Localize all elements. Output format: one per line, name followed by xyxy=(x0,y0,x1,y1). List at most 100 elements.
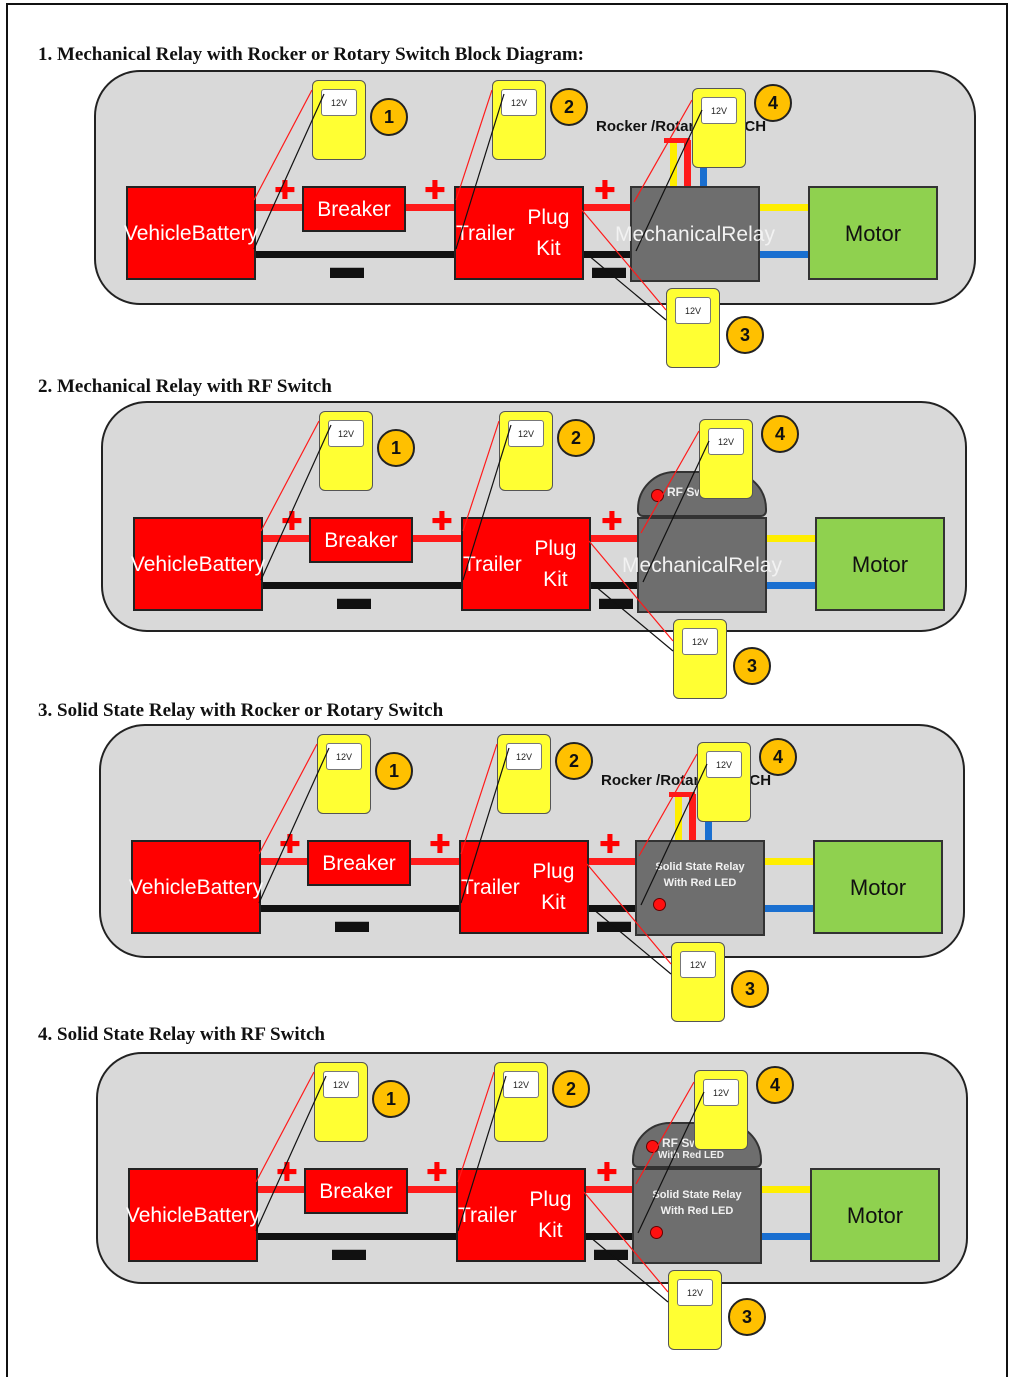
test-point-4-marker: 4 xyxy=(756,1066,794,1104)
motor: Motor xyxy=(813,840,943,934)
motor-wire-blue xyxy=(763,582,815,589)
breaker: Breaker xyxy=(307,840,411,886)
motor-wire-yellow xyxy=(761,858,813,865)
test-point-2-marker: 2 xyxy=(557,419,595,457)
test-point-1-marker: 1 xyxy=(375,752,413,790)
meter-display: 12V xyxy=(706,751,742,778)
label-line-1: Mechanical xyxy=(615,222,722,246)
label-line-2: Relay xyxy=(721,222,775,246)
minus-sign: ▬ xyxy=(597,902,631,940)
motor-wire-blue xyxy=(756,251,808,258)
test-meter-3: 12V xyxy=(666,288,720,368)
motor-wire-yellow xyxy=(763,535,815,542)
motor-wire-yellow xyxy=(756,204,808,211)
positive-wire xyxy=(582,1186,632,1193)
test-meter-2: 12V xyxy=(494,1062,548,1142)
plus-sign: ✚ xyxy=(429,829,451,859)
plus-sign: ✚ xyxy=(594,175,616,205)
section-title-2: 2. Mechanical Relay with RF Switch xyxy=(38,376,332,397)
meter-display: 12V xyxy=(326,743,362,770)
label-line-2: Battery xyxy=(191,221,259,245)
section-title-4: 4. Solid State Relay with RF Switch xyxy=(38,1024,325,1045)
trailer-plug-kit: Trailer Plug Kit xyxy=(461,517,591,611)
meter-display: 12V xyxy=(501,89,537,116)
switch-wire-red xyxy=(689,794,696,840)
meter-display: 12V xyxy=(506,743,542,770)
label-line-2: Plug Kit xyxy=(532,860,575,914)
plus-sign: ✚ xyxy=(281,506,303,536)
negative-wire xyxy=(254,1233,456,1240)
meter-display: 12V xyxy=(680,951,716,978)
positive-wire xyxy=(407,858,459,865)
positive-wire xyxy=(404,1186,456,1193)
test-point-1-marker: 1 xyxy=(370,98,408,136)
meter-display: 12V xyxy=(708,428,744,455)
label-line-2: Plug Kit xyxy=(527,206,570,260)
section-title-3: 3. Solid State Relay with Rocker or Rota… xyxy=(38,700,444,721)
test-meter-1: 12V xyxy=(319,411,373,491)
positive-wire xyxy=(402,204,454,211)
test-point-3-marker: 3 xyxy=(726,316,764,354)
plus-sign: ✚ xyxy=(276,1157,298,1187)
test-meter-1: 12V xyxy=(317,734,371,814)
meter-display: 12V xyxy=(328,420,364,447)
motor-wire-blue xyxy=(758,1233,810,1240)
test-meter-4: 12V xyxy=(697,742,751,822)
relay-red-led xyxy=(650,1226,663,1239)
test-meter-3: 12V xyxy=(671,942,725,1022)
test-point-4-marker: 4 xyxy=(759,738,797,776)
test-meter-4: 12V xyxy=(692,88,746,168)
label-line-2: Battery xyxy=(198,552,266,576)
label-line-2: Plug Kit xyxy=(534,537,577,591)
test-meter-4: 12V xyxy=(694,1070,748,1150)
switch-wire-blue xyxy=(705,812,712,840)
test-point-3-marker: 3 xyxy=(728,1298,766,1336)
test-point-1-marker: 1 xyxy=(377,429,415,467)
relay-red-led xyxy=(653,898,666,911)
motor-wire-blue xyxy=(761,905,813,912)
label-line-1: Mechanical xyxy=(622,553,729,577)
motor: Motor xyxy=(810,1168,940,1262)
label-line-1: Solid State Relay xyxy=(655,861,745,873)
minus-sign: ▬ xyxy=(332,1230,366,1268)
plus-sign: ✚ xyxy=(279,829,301,859)
test-point-3-marker: 3 xyxy=(731,970,769,1008)
positive-wire xyxy=(254,1186,304,1193)
label-line-1: Vehicle xyxy=(125,1203,194,1227)
section-title-1: 1. Mechanical Relay with Rocker or Rotar… xyxy=(38,44,584,65)
label-line-1: Vehicle xyxy=(123,221,192,245)
plus-sign: ✚ xyxy=(599,829,621,859)
test-meter-1: 12V xyxy=(312,80,366,160)
meter-display: 12V xyxy=(701,97,737,124)
switch-wire-red-cap xyxy=(664,138,690,143)
motor: Motor xyxy=(808,186,938,280)
positive-wire xyxy=(585,858,635,865)
positive-wire xyxy=(587,535,637,542)
label-line-2: Battery xyxy=(196,875,264,899)
switch-wire-yellow xyxy=(670,142,677,186)
label-line-1: Trailer xyxy=(463,552,522,576)
trailer-plug-kit: Trailer Plug Kit xyxy=(454,186,584,280)
label-line-2: Relay xyxy=(728,553,782,577)
breaker: Breaker xyxy=(304,1168,408,1214)
motor: Motor xyxy=(815,517,945,611)
rf-switch-led xyxy=(651,489,664,502)
plus-sign: ✚ xyxy=(431,506,453,536)
positive-wire xyxy=(580,204,630,211)
minus-sign: ▬ xyxy=(594,1230,628,1268)
test-point-2-marker: 2 xyxy=(552,1070,590,1108)
minus-sign: ▬ xyxy=(335,902,369,940)
label-line-1: Trailer xyxy=(458,1203,517,1227)
label-line-1: Trailer xyxy=(456,221,515,245)
minus-sign: ▬ xyxy=(592,248,626,286)
